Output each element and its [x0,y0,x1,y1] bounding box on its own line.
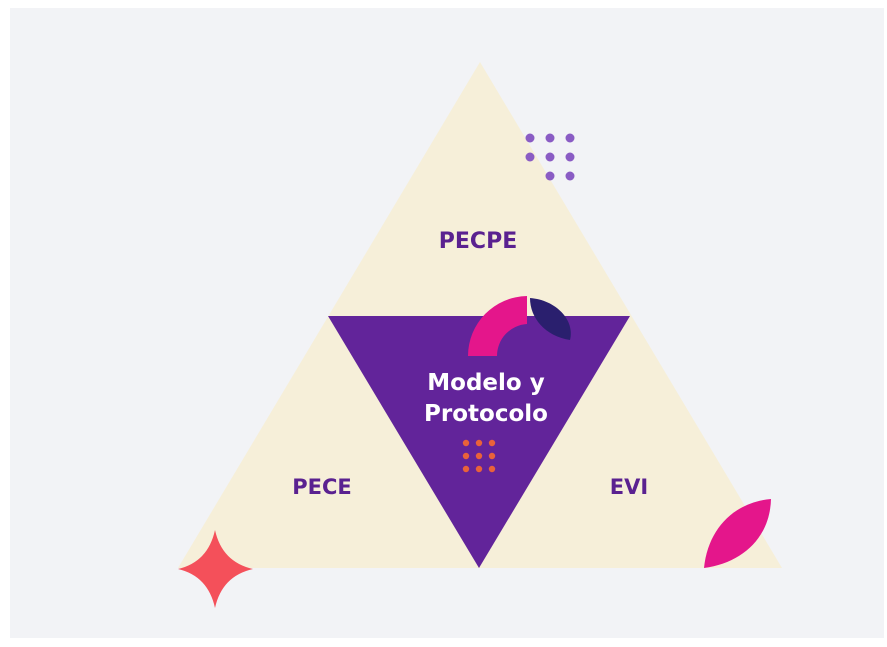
right-section-label: EVI [610,475,648,499]
dot-grid-icon [462,439,496,473]
outer-triangle [178,62,782,568]
four-point-star-icon [178,530,253,608]
leaf-icon [704,499,771,568]
center-label-line2: Protocolo [424,401,548,427]
leaf-icon [530,298,571,340]
dot-grid-icon [525,133,575,181]
arc-segment-icon [468,296,527,356]
left-section-label: PECE [292,475,352,499]
top-section-label: PECPE [439,229,517,254]
center-label-line1: Modelo y [427,370,544,396]
